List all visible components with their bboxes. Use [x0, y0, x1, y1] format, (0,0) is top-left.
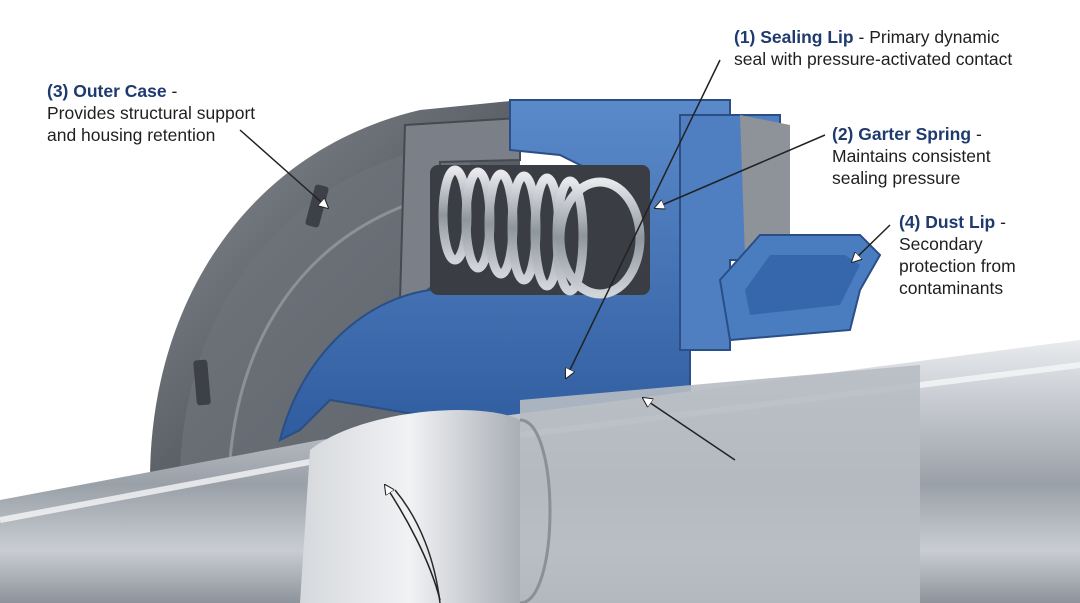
callout-desc-line: Primary dynamic	[869, 27, 1000, 47]
callout-title: (3) Outer Case	[47, 81, 167, 101]
callout-title: (1) Sealing Lip	[734, 27, 854, 47]
rubber-seal-body	[278, 99, 882, 442]
arrow-sealing-lip	[566, 59, 721, 378]
callout-desc-line: Provides structural support	[47, 103, 256, 123]
callout-desc-line: sealing pressure	[832, 168, 961, 188]
arrow-shaft-rotation	[385, 485, 441, 601]
callout-title: (2) Garter Spring	[832, 124, 972, 144]
callout-desc-line: Secondary	[899, 234, 983, 254]
callout-arrows	[239, 59, 891, 601]
callout-title: (4) Dust Lip	[899, 212, 996, 232]
callout-garter-spring: (2) Garter Spring - Maintains consistent…	[832, 123, 991, 189]
callout-separator: -	[975, 124, 982, 144]
callout-desc-line: Maintains consistent	[832, 146, 991, 166]
callout-separator: -	[1000, 212, 1006, 232]
arrow-garter-spring	[655, 134, 826, 208]
arrow-dust-lip	[852, 224, 891, 262]
callout-desc-line: seal with pressure-activated contact	[734, 49, 1013, 69]
callout-separator: -	[858, 27, 865, 47]
callout-desc-line: and housing retention	[47, 125, 216, 145]
callout-outer-case: (3) Outer Case - Provides structural sup…	[47, 80, 255, 146]
callout-dust-lip: (4) Dust Lip - Secondary protection from…	[899, 211, 1016, 299]
arrow-contact-point	[643, 398, 736, 461]
callout-separator: -	[171, 81, 178, 101]
callout-sealing-lip: (1) Sealing Lip - Primary dynamic seal w…	[734, 26, 1012, 70]
callout-desc-line: protection from	[899, 256, 1016, 276]
callout-desc-line: contaminants	[899, 278, 1004, 298]
arrow-outer-case	[239, 129, 328, 208]
shaft-shape	[0, 340, 1080, 603]
garter-spring-shape	[430, 165, 650, 299]
